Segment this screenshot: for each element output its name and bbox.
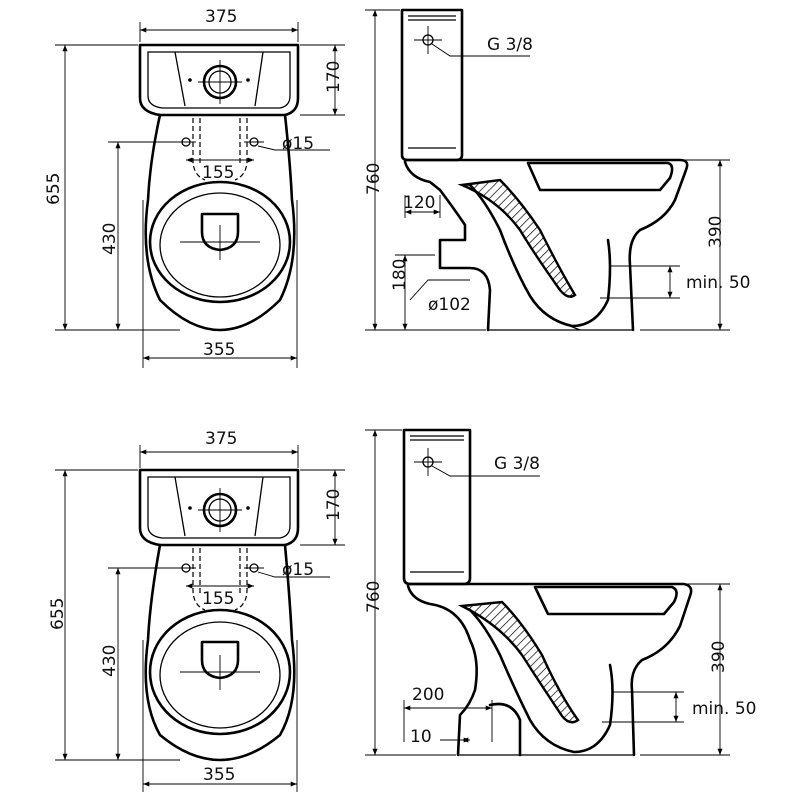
- dim-hole-dia: ø15: [282, 134, 314, 154]
- inlet-thread: G 3/8: [487, 35, 533, 55]
- dim-hole-height: 430: [100, 223, 120, 255]
- dim-hole-height: 430: [100, 645, 120, 677]
- bottom-front-view: [55, 445, 345, 792]
- dim-base-width: 355: [203, 765, 235, 785]
- dim-hole-spacing: 155: [202, 163, 234, 183]
- dim-tank-width: 375: [205, 7, 237, 27]
- bottom-side-view: [365, 428, 730, 757]
- dim-outlet-dia: ø102: [428, 295, 471, 315]
- dim-tank-width: 375: [205, 429, 237, 449]
- inlet-thread: G 3/8: [494, 454, 540, 474]
- bottom-front-dimension-labels: 375 170 ø15 155 655 430 355: [48, 429, 344, 785]
- dim-hole-dia: ø15: [282, 560, 314, 580]
- bottom-side-dimension-labels: G 3/8 760 200 390 10 min. 50: [364, 454, 757, 747]
- top-side-view: [365, 8, 730, 332]
- dim-base-width: 355: [203, 340, 235, 360]
- dim-floor-offset: 10: [410, 727, 432, 747]
- top-front-dimension-labels: 375 170 ø15 155 655 430 355: [44, 7, 344, 360]
- dim-water-seal: min. 50: [692, 699, 757, 719]
- dim-outlet-offset: 200: [412, 685, 444, 705]
- dim-hole-spacing: 155: [202, 589, 234, 609]
- dim-outlet-height: 180: [390, 259, 410, 291]
- dim-total-height: 760: [364, 163, 384, 195]
- dim-total-height: 655: [44, 173, 64, 205]
- top-front-view: [55, 22, 345, 368]
- dim-tank-height: 170: [324, 489, 344, 521]
- dim-total-height: 655: [48, 598, 68, 630]
- dim-tank-height: 170: [324, 61, 344, 93]
- dim-rim-height: 390: [706, 216, 726, 248]
- dim-water-seal: min. 50: [686, 273, 751, 293]
- dim-rim-height: 390: [709, 641, 729, 673]
- dim-total-height: 760: [364, 581, 384, 613]
- dim-outlet-offset: 120: [403, 193, 435, 213]
- top-side-dimension-labels: G 3/8 760 120 390 180 ø102 min. 50: [364, 35, 751, 315]
